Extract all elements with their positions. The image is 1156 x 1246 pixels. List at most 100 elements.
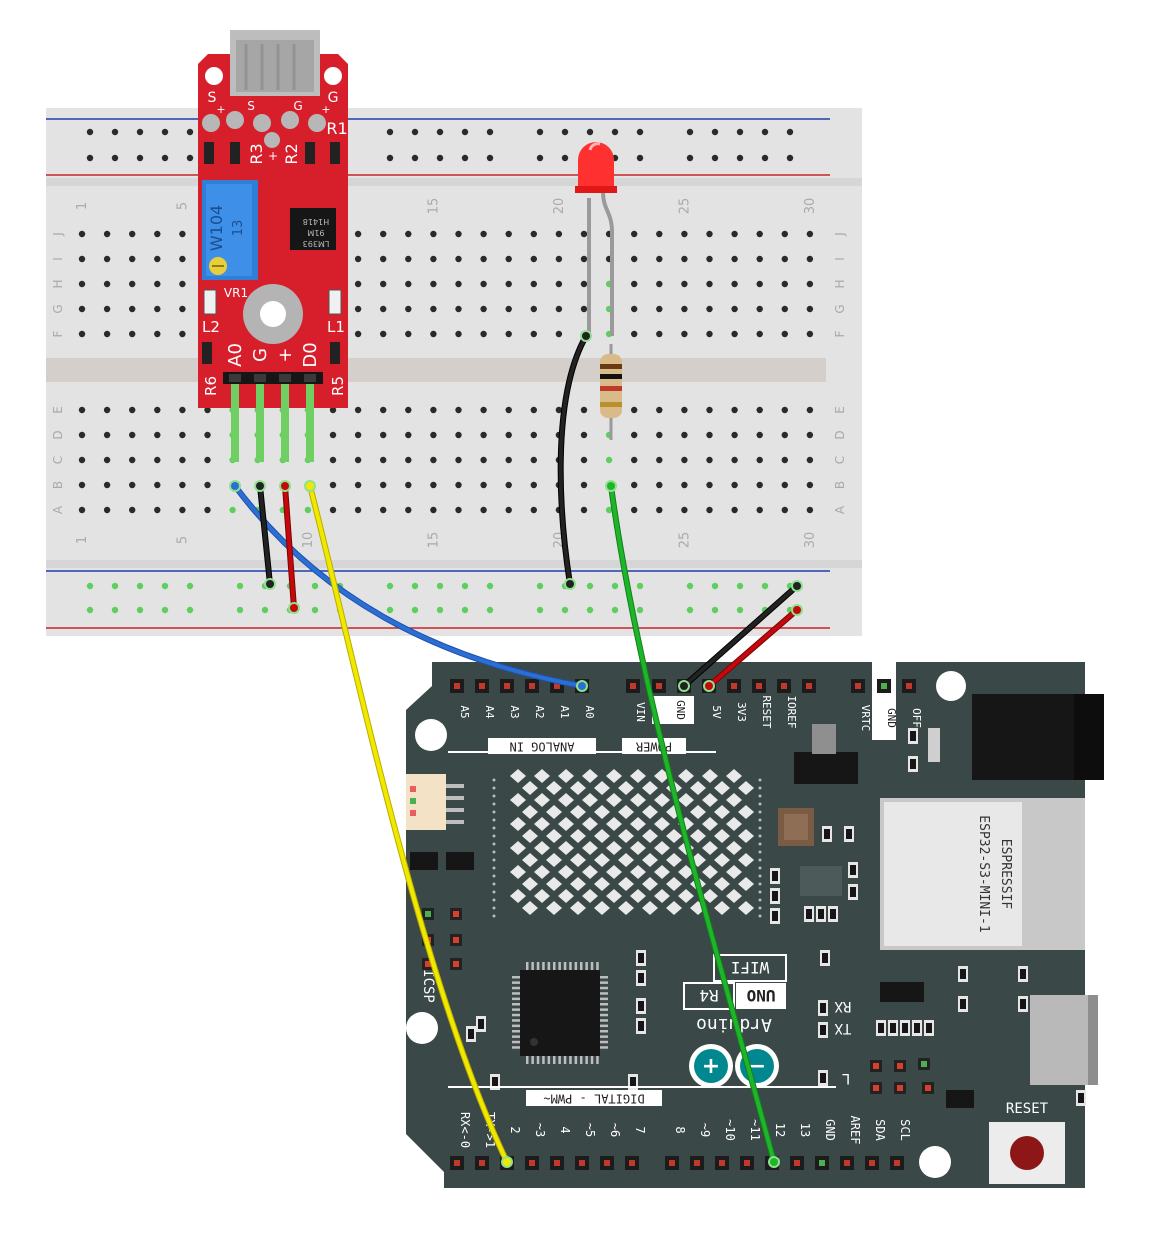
mcu-pin	[600, 1046, 608, 1049]
breadboard-hole	[380, 305, 387, 313]
breadboard-hole	[756, 230, 763, 238]
matrix-led	[534, 817, 550, 831]
wire-end	[770, 1158, 778, 1166]
rail-hole	[686, 606, 694, 614]
breadboard-hole	[380, 481, 387, 489]
breadboard-hole	[681, 431, 688, 439]
breadboard-hole	[756, 255, 763, 263]
matrix-led	[714, 853, 730, 867]
breadboard-hole	[781, 280, 788, 288]
analog-pin-label: A4	[483, 705, 496, 719]
breadboard-hole	[430, 406, 437, 414]
breadboard-hole	[78, 406, 86, 414]
rail-hole	[186, 128, 194, 136]
rail-hole	[761, 582, 769, 590]
header-socket-pin	[881, 683, 887, 689]
power-pin-label: 3V3	[735, 702, 748, 722]
matrix-dot	[758, 866, 762, 870]
sensor-label-plus1: +	[216, 103, 225, 116]
sensor-label-r3: R3	[247, 143, 266, 164]
mcu-pin	[600, 981, 608, 984]
rail-hole	[436, 128, 444, 136]
matrix-led	[606, 793, 622, 807]
breadboard-hole	[530, 481, 537, 489]
matrix-led	[642, 805, 658, 819]
matrix-led	[630, 889, 646, 903]
l1-label: L1	[327, 318, 345, 336]
breadboard-hole	[781, 406, 788, 414]
smd-body	[806, 909, 812, 919]
mcu-pin	[558, 962, 561, 970]
matrix-led	[714, 781, 730, 795]
column-number: 1	[75, 202, 90, 210]
matrix-dot	[492, 874, 496, 878]
breadboard-hole	[455, 406, 462, 414]
rail-hole	[636, 128, 644, 136]
matrix-led	[546, 877, 562, 891]
rail-hole	[411, 606, 419, 614]
breadboard-hole	[656, 305, 663, 313]
breadboard-hole	[405, 305, 412, 313]
breadboard-hole	[631, 280, 638, 288]
breadboard-hole	[756, 330, 763, 338]
mcu-pin	[512, 1008, 520, 1011]
header-socket-pin	[894, 1160, 900, 1166]
digital-header: DIGITAL - PWM~	[543, 1092, 644, 1106]
breadboard-hole	[580, 431, 588, 439]
matrix-dot	[758, 778, 762, 782]
breadboard-hole	[129, 481, 136, 489]
rail-hole	[486, 582, 494, 590]
breadboard-hole	[430, 255, 437, 263]
smd-body	[910, 731, 916, 741]
breadboard-hole	[530, 456, 537, 464]
matrix-led	[510, 889, 526, 903]
matrix-led	[582, 841, 598, 855]
breadboard-hole	[631, 431, 638, 439]
connector-lead	[446, 784, 464, 788]
matrix-dot	[492, 786, 496, 790]
matrix-led	[654, 865, 670, 879]
smd-body	[902, 1023, 908, 1033]
matrix-led	[606, 841, 622, 855]
rail-hole	[186, 582, 194, 590]
sensor-pin-header	[229, 374, 241, 382]
matrix-led	[714, 901, 730, 915]
breadboard-hole	[380, 255, 387, 263]
breadboard-hole	[631, 506, 638, 514]
breadboard-hole	[480, 406, 487, 414]
breadboard-hole	[806, 230, 814, 238]
breadboard-hole	[781, 330, 788, 338]
breadboard-hole	[480, 255, 487, 263]
matrix-led	[642, 829, 658, 843]
smd-body	[926, 1023, 932, 1033]
matrix-led	[726, 769, 742, 783]
smd-body	[478, 1019, 484, 1029]
icsp-pin-center	[453, 937, 459, 943]
matrix-led	[510, 865, 526, 879]
digital-pin-label: GND	[823, 1119, 837, 1141]
header-pin-center	[897, 1085, 903, 1091]
wire-end	[680, 682, 688, 690]
breadboard-hole	[154, 506, 161, 514]
reset-label: RESET	[1006, 1101, 1049, 1117]
breadboard-hole	[380, 456, 387, 464]
analog-pin-label: A3	[508, 705, 521, 718]
breadboard-hole	[380, 406, 387, 414]
breadboard-hole	[154, 280, 161, 288]
breadboard-hole	[455, 305, 462, 313]
matrix-led	[738, 805, 754, 819]
header-socket-pin	[529, 683, 535, 689]
breadboard-hole	[781, 305, 788, 313]
breadboard-hole	[455, 280, 462, 288]
breadboard-hole	[706, 431, 713, 439]
smd-body	[1020, 999, 1026, 1009]
matrix-dot	[492, 850, 496, 854]
matrix-dot	[758, 834, 762, 838]
wires	[229, 330, 803, 1168]
breadboard-hole	[129, 431, 136, 439]
header-socket-pin	[479, 683, 485, 689]
mcu-pin	[512, 1013, 520, 1017]
breadboard-hole	[204, 481, 211, 489]
digital-pin-label: ~10	[723, 1119, 737, 1141]
matrix-dot	[492, 890, 496, 894]
